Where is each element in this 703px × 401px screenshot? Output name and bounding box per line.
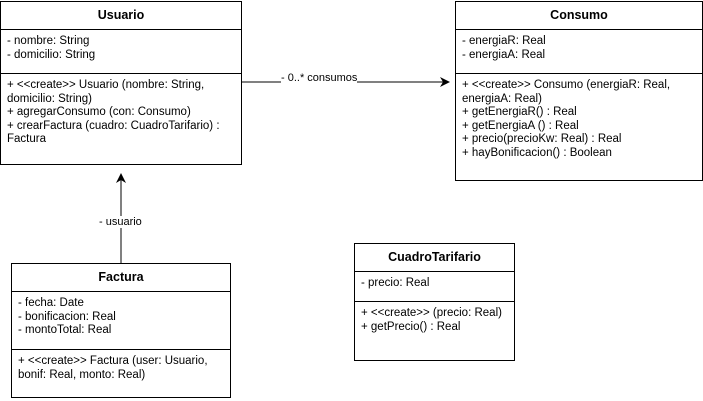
operation-create-factura: + <<create>> Factura (user: Usuario, bbox=[18, 355, 208, 367]
attribute-bonificacion: - bonificacion: Real bbox=[18, 310, 116, 323]
class-usuario-attributes: - nombre: String - domicilio: String bbox=[1, 30, 241, 73]
class-consumo-name: Consumo bbox=[456, 2, 702, 30]
class-usuario-operations: + <<create>> Usuario (nombre: String, do… bbox=[1, 73, 241, 151]
operation-hay-bonificacion: + hayBonificacion() : Boolean bbox=[462, 146, 612, 159]
operation-create-factura-cont: bonif: Real, monto: Real) bbox=[18, 368, 146, 381]
operation-get-energia-a: + getEnergiaA () : Real bbox=[462, 119, 579, 132]
class-factura-attributes: - fecha: Date - bonificacion: Real - mon… bbox=[12, 292, 230, 349]
attribute-energia-a: - energiaA: Real bbox=[462, 48, 546, 61]
operation-get-precio: + getPrecio() : Real bbox=[361, 320, 461, 333]
class-factura[interactable]: Factura - fecha: Date - bonificacion: Re… bbox=[11, 263, 231, 398]
operation-get-energia-r: + getEnergiaR() : Real bbox=[462, 106, 577, 118]
class-cuadro-tarifario-attributes: - precio: Real bbox=[355, 272, 514, 301]
operation-create-cuadro: + <<create>> (precio: Real) bbox=[361, 307, 502, 319]
operation-create-consumo: + <<create>> Consumo (energiaR: Real, bbox=[462, 79, 671, 91]
attribute-fecha: - fecha: Date bbox=[18, 297, 84, 309]
class-cuadro-tarifario-operations: + <<create>> (precio: Real) + getPrecio(… bbox=[355, 301, 514, 338]
class-cuadro-tarifario[interactable]: CuadroTarifario - precio: Real + <<creat… bbox=[354, 243, 515, 361]
operation-create-consumo-cont: energiaA: Real) bbox=[462, 92, 542, 105]
class-consumo-attributes: - energiaR: Real - energiaA: Real bbox=[456, 30, 702, 73]
attribute-precio: - precio: Real bbox=[361, 277, 430, 289]
class-factura-name: Factura bbox=[12, 264, 230, 292]
class-consumo-operations: + <<create>> Consumo (energiaR: Real, en… bbox=[456, 73, 702, 164]
operation-create-usuario-cont: domicilio: String) bbox=[7, 92, 92, 105]
association-consumos-label: - 0..* consumos bbox=[281, 72, 358, 84]
attribute-energia-r: - energiaR: Real bbox=[462, 35, 546, 47]
class-consumo[interactable]: Consumo - energiaR: Real - energiaA: Rea… bbox=[455, 1, 703, 181]
operation-crear-factura-cont: Factura bbox=[7, 133, 46, 145]
operation-precio: + precio(precioKw: Real) : Real bbox=[462, 133, 622, 145]
attribute-monto-total: - montoTotal: Real bbox=[18, 324, 112, 336]
class-factura-operations: + <<create>> Factura (user: Usuario, bon… bbox=[12, 349, 230, 386]
attribute-domicilio: - domicilio: String bbox=[7, 48, 96, 61]
operation-crear-factura: + crearFactura (cuadro: CuadroTarifario)… bbox=[7, 119, 220, 132]
association-usuario-label: - usuario bbox=[99, 216, 142, 228]
class-usuario[interactable]: Usuario - nombre: String - domicilio: St… bbox=[0, 1, 242, 165]
class-usuario-name: Usuario bbox=[1, 2, 241, 30]
operation-create-usuario: + <<create>> Usuario (nombre: String, bbox=[7, 79, 205, 91]
class-cuadro-tarifario-name: CuadroTarifario bbox=[355, 244, 514, 272]
operation-agregar-consumo: + agregarConsumo (con: Consumo) bbox=[7, 106, 191, 118]
attribute-nombre: - nombre: String bbox=[7, 35, 90, 47]
